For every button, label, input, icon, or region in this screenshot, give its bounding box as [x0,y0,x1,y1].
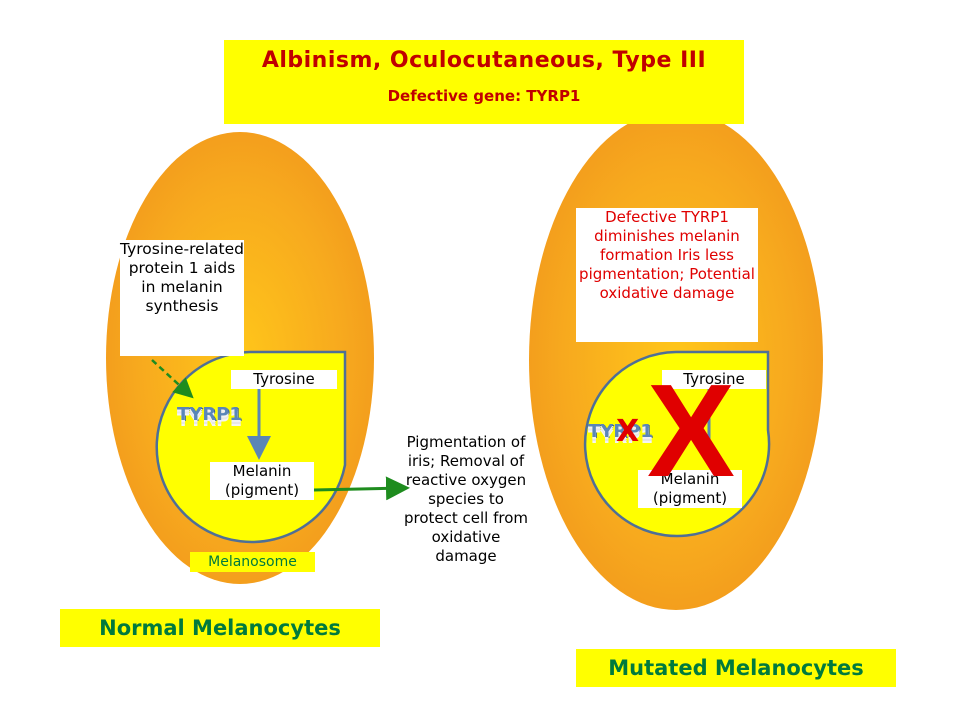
dashed-arrow-to-enzyme [151,359,194,399]
defective-gene-label: Defective gene: TYRP1 [387,87,581,105]
melanosome-label: Melanosome [190,552,315,572]
tyrosine-label: Tyrosine [231,370,337,389]
melanin-label: Melanin (pigment) [210,462,314,500]
outcome-text: Pigmentation of iris; Removal of reactiv… [403,433,529,565]
mutated-tyrp1-label: TYRP1 [588,421,653,442]
page-title: Albinism, Oculocutaneous, Type III [261,48,707,73]
protein-note: Tyrosine-related protein 1 aids in melan… [120,240,244,356]
pathway-blocked-mark: X [646,357,736,504]
mutated-melanin-label: Melanin (pigment) [638,470,742,508]
defect-note: Defective TYRP1 diminishes melanin forma… [576,208,758,342]
title-banner: Albinism, Oculocutaneous, Type III Defec… [224,40,744,124]
enzyme-defect-mark: X [616,414,640,449]
mutated-tyrosine-label: Tyrosine [662,370,766,389]
mutated-melanocytes-label: Mutated Melanocytes [576,649,896,687]
melanin-to-outcome-arrow [313,476,410,501]
tyrp1-enzyme-label: TYRP1 [177,404,242,425]
normal-melanocytes-label: Normal Melanocytes [60,609,380,647]
